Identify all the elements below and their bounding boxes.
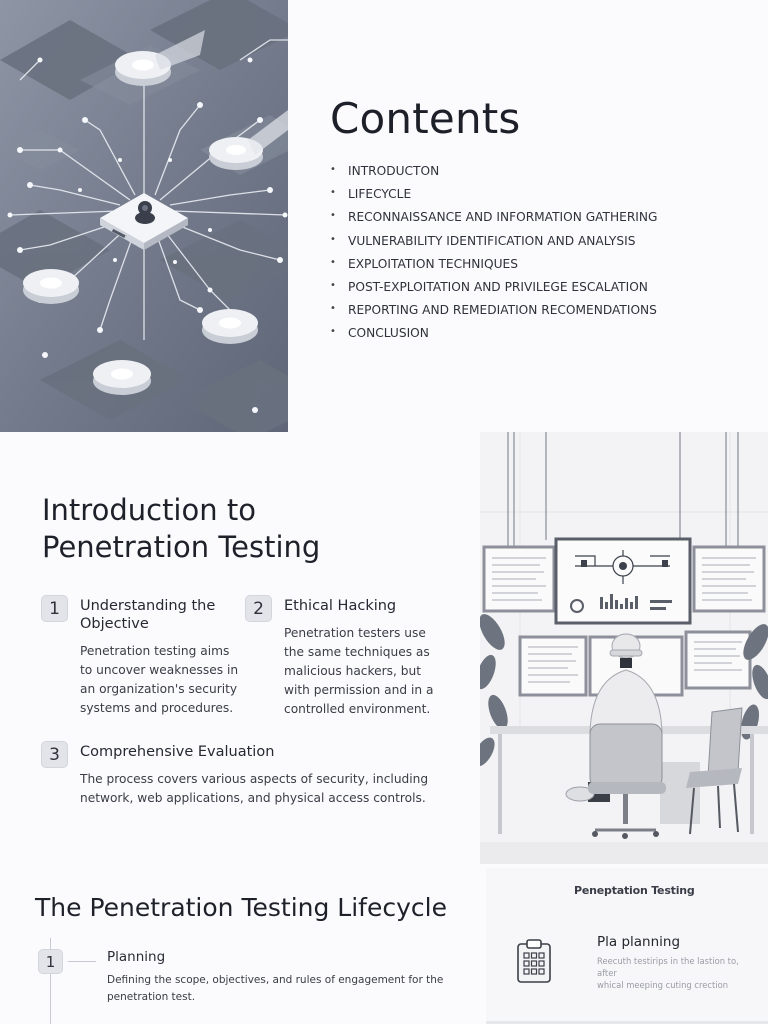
planning-body: Defining the scope, objectives, and rule… [107, 974, 444, 1003]
card-body: Reecuth testirips in the lastion to, aft… [597, 955, 757, 991]
objective-body-line: an organization's security [80, 682, 238, 696]
intro-title: Introduction to Penetration Testing [42, 492, 320, 566]
card-body-line-2: whical meeping cuting crection [597, 980, 729, 990]
ethical-body-line: with permission and in a [284, 683, 434, 697]
ethical-hacking-body: Penetration testers use the same techniq… [284, 624, 433, 719]
contents-list: INTRODUCTON LIFECYCLE RECONNAISSANCE AND… [330, 161, 657, 349]
card-bottom-border [486, 1021, 768, 1024]
number-badge-2: 2 [245, 595, 272, 622]
ethical-body-line: Penetration testers use [284, 626, 426, 640]
number-badge-3: 3 [41, 741, 68, 768]
ethical-body-line: controlled environment. [284, 702, 431, 716]
circuit-network-illustration [0, 0, 288, 432]
contents-item-exploitation[interactable]: EXPLOITATION TECHNIQUES [330, 254, 657, 279]
evaluation-body-line: network, web applications, and physical … [80, 791, 426, 805]
planning-heading: Planning [107, 949, 166, 965]
card-body-line-1: Reecuth testirips in the lastion to, aft… [597, 956, 739, 978]
lifecycle-title: The Penetration Testing Lifecycle [35, 893, 447, 922]
contents-item-vulnerability[interactable]: VULNERABILITY IDENTIFICATION AND ANALYSI… [330, 231, 657, 256]
evaluation-body-line: The process covers various aspects of se… [80, 772, 429, 786]
contents-item-post-exploitation[interactable]: POST-EXPLOITATION AND PRIVILEGE ESCALATI… [330, 277, 657, 302]
planning-card: Peneptation Testing Pla planning Reecuth… [486, 868, 768, 1024]
clipboard-calendar-icon [516, 938, 552, 988]
objective-body-line: systems and procedures. [80, 701, 234, 715]
contents-item-reconnaissance[interactable]: RECONNAISSANCE AND INFORMATION GATHERING [330, 207, 657, 232]
objective-heading: Understanding the Objective [80, 597, 215, 633]
timeline-connector [68, 961, 96, 962]
contents-item-reporting[interactable]: REPORTING AND REMEDIATION RECOMENDATIONS [330, 300, 657, 325]
evaluation-body: The process covers various aspects of se… [80, 770, 428, 808]
card-heading: Pla planning [597, 934, 681, 950]
contents-item-introduction[interactable]: INTRODUCTON [330, 161, 657, 186]
contents-item-conclusion[interactable]: CONCLUSION [330, 323, 657, 348]
evaluation-heading: Comprehensive Evaluation [80, 744, 275, 760]
security-office-illustration [480, 432, 768, 864]
objective-body-line: to uncover weaknesses in [80, 663, 239, 677]
number-badge-1: 1 [41, 595, 68, 622]
objective-body-line: Penetration testing aims [80, 644, 230, 658]
ethical-hacking-heading: Ethical Hacking [284, 598, 397, 614]
objective-heading-line-1: Understanding the [80, 598, 216, 614]
ethical-body-line: malicious hackers, but [284, 664, 421, 678]
objective-body: Penetration testing aims to uncover weak… [80, 642, 238, 718]
contents-item-lifecycle[interactable]: LIFECYCLE [330, 184, 657, 209]
card-title: Peneptation Testing [574, 884, 695, 897]
objective-heading-line-2: Objective [80, 616, 149, 632]
intro-title-line-2: Penetration Testing [42, 530, 321, 564]
ethical-body-line: the same techniques as [284, 645, 430, 659]
timeline-line [50, 938, 51, 1024]
contents-title: Contents [330, 94, 521, 143]
intro-title-line-1: Introduction to [42, 493, 256, 527]
step-badge-1: 1 [38, 949, 63, 974]
